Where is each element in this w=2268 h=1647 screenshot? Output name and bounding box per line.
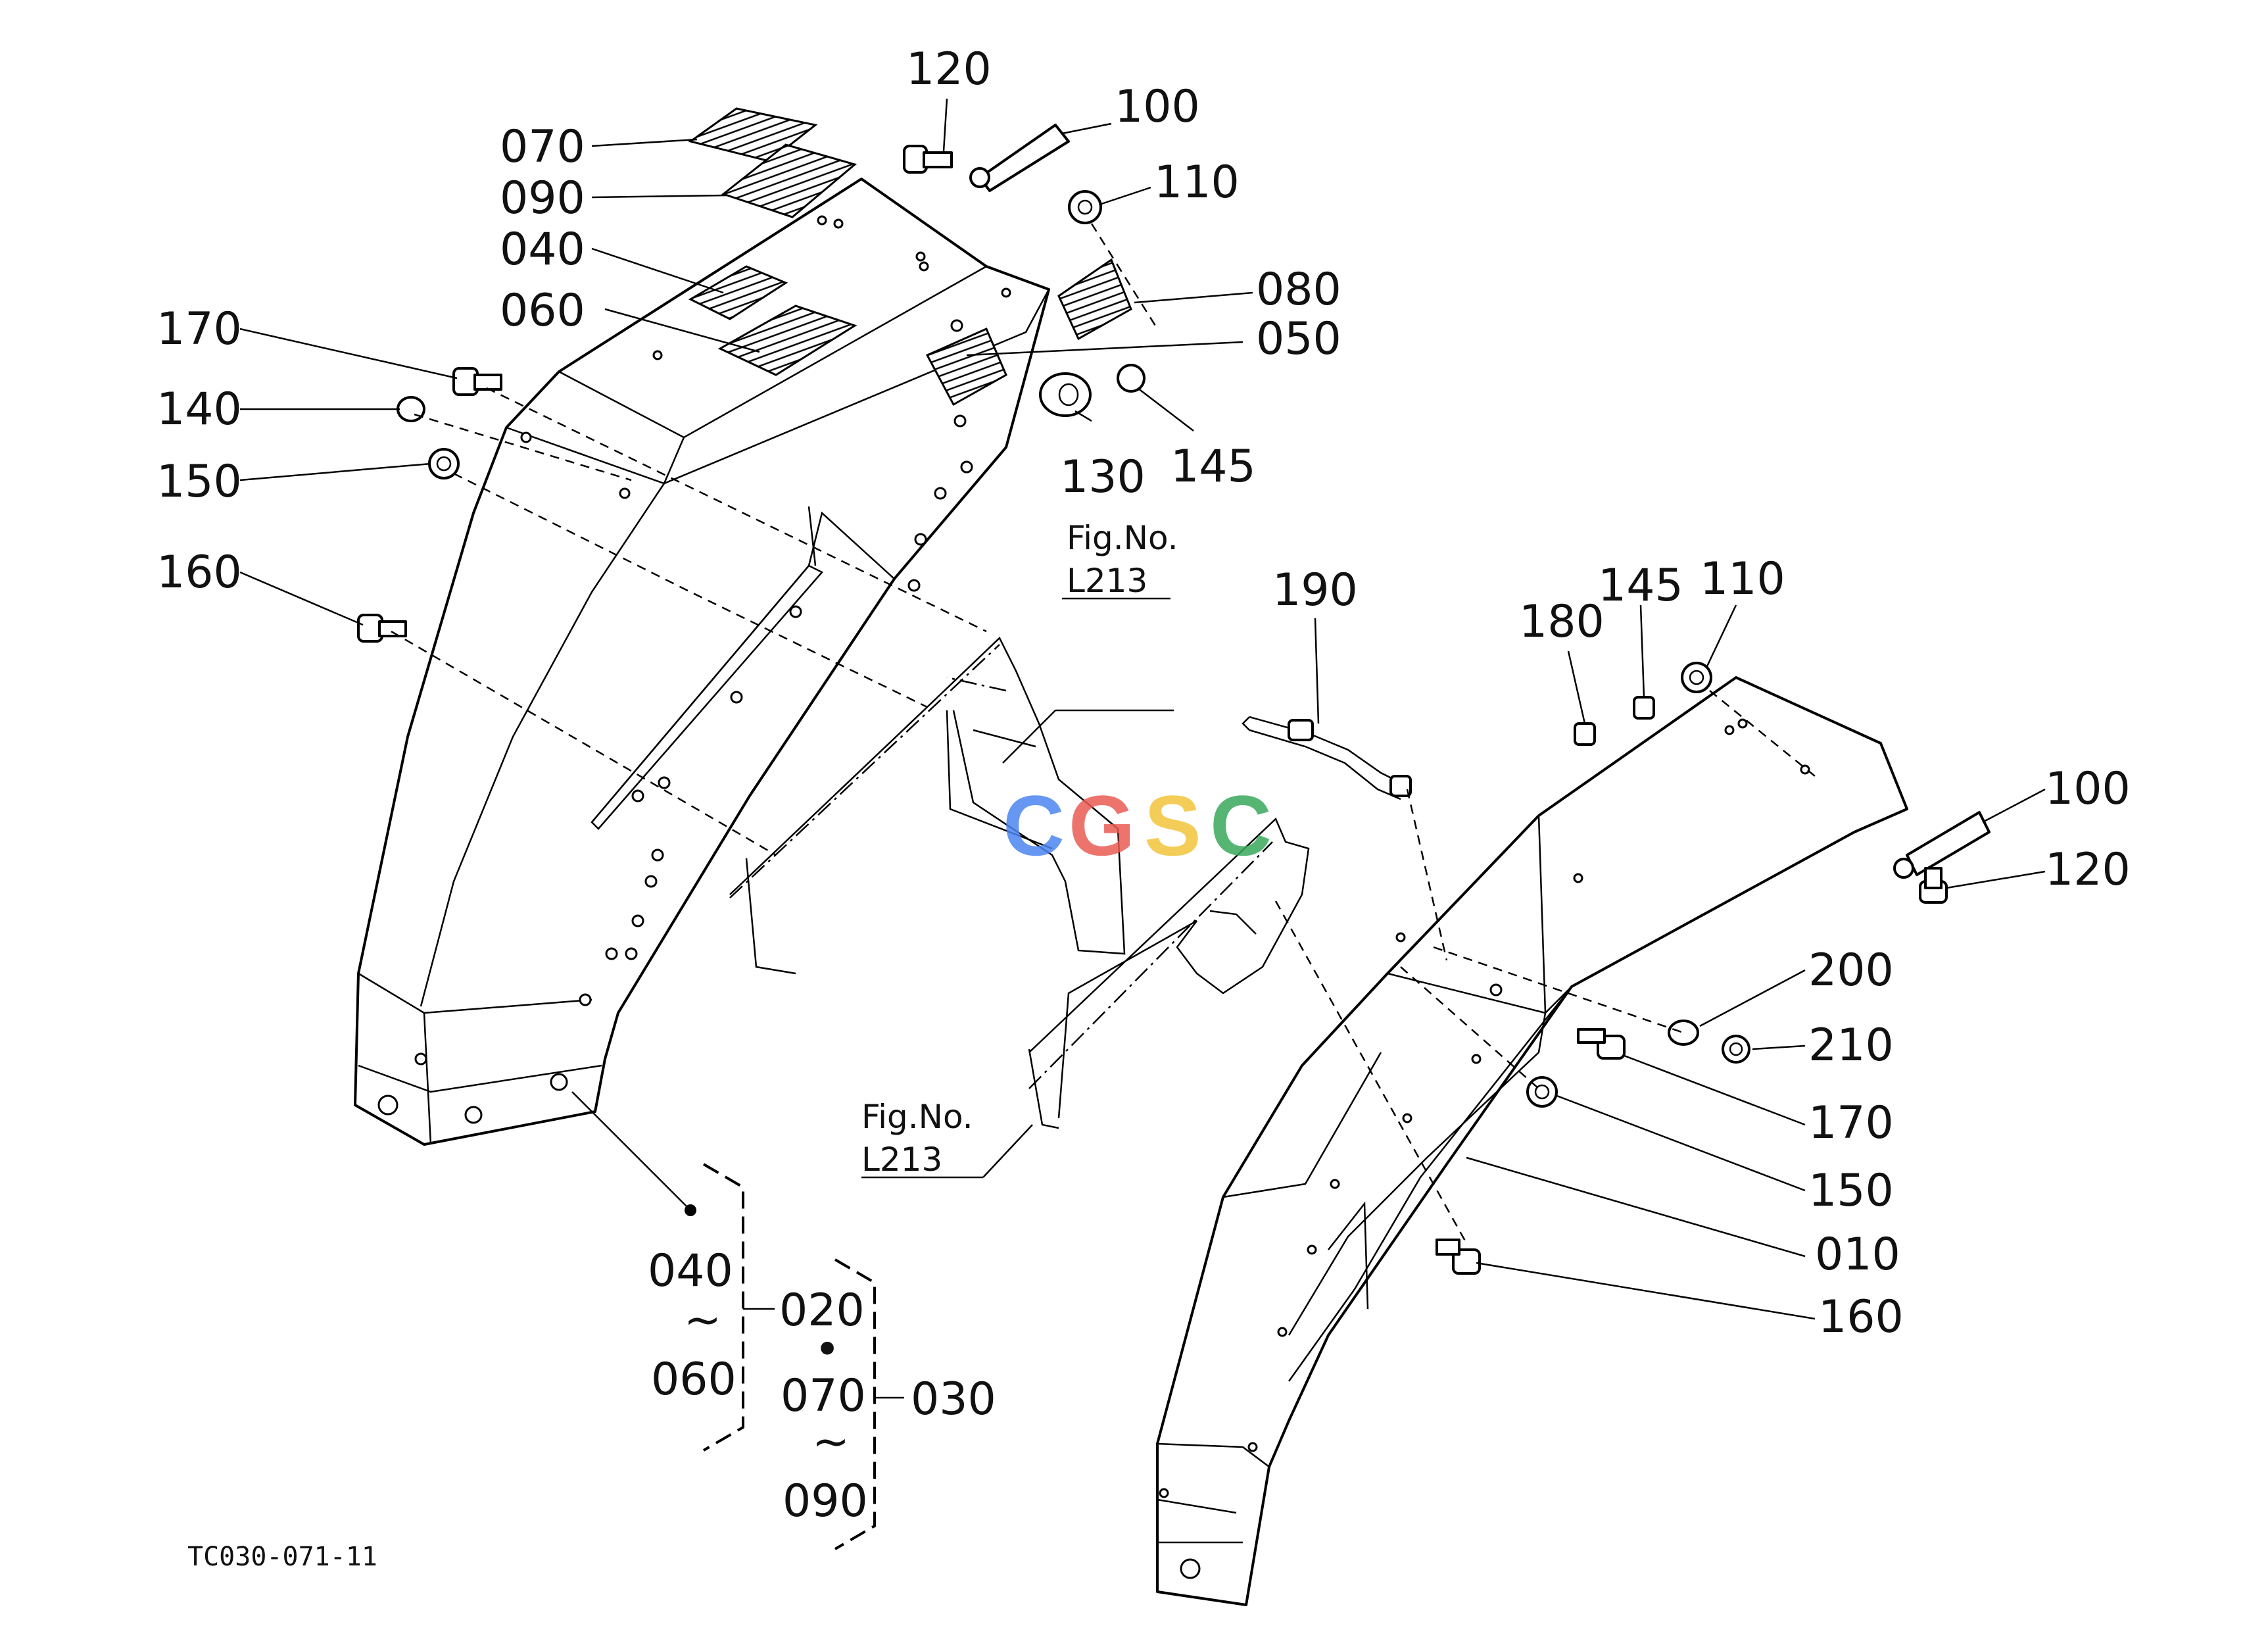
callout-050-left: 050 (1256, 313, 1341, 365)
bolt-145-right (1633, 696, 1655, 720)
watermark-letter-4: C (1210, 777, 1272, 873)
assembly-020: 020 (779, 1285, 865, 1337)
assembly-dot (685, 1204, 696, 1216)
left-fender (354, 107, 1132, 1146)
left-callout-labels: 070 090 040 060 170 140 150 160 120 100 … (157, 43, 1341, 599)
nut-210 (1722, 1035, 1750, 1064)
grommet-130 (1039, 372, 1092, 417)
assembly-separator: • (814, 1324, 840, 1376)
bolt-170-left (452, 367, 502, 396)
callout-140-left: 140 (157, 383, 242, 435)
leader-lines (239, 98, 2046, 1320)
range2-to: 090 (783, 1475, 868, 1527)
decal-050-left (925, 328, 1007, 406)
callout-145-right: 145 (1598, 560, 1683, 612)
bracket-100-left (969, 124, 1070, 192)
range2-tilde: ~ (812, 1416, 850, 1468)
grommet-180 (1574, 722, 1596, 746)
callout-010-right: 010 (1815, 1229, 1900, 1281)
cap-140-left (397, 396, 425, 422)
watermark-letter-3: S (1144, 777, 1201, 873)
cap-145-left (1117, 364, 1146, 393)
callout-110-left: 110 (1154, 157, 1240, 209)
callout-060-left: 060 (500, 285, 585, 337)
bolt-170-right (1577, 1028, 1626, 1060)
right-mount-bracket (1028, 817, 1310, 1129)
nut-110-right (1681, 662, 1712, 693)
callout-130-left: 130 (1060, 451, 1146, 503)
callout-120-right: 120 (2045, 844, 2131, 896)
washer-200 (1668, 1020, 1699, 1046)
right-callout-labels: 190 180 145 110 100 120 200 210 170 150 … (1272, 553, 2131, 1343)
range1-from: 040 (648, 1245, 733, 1297)
right-fender-holes (1159, 718, 1810, 1579)
decal-080 (1057, 258, 1132, 341)
callout-200-right: 200 (1808, 945, 1894, 996)
range2-from: 070 (781, 1370, 866, 1422)
figure-ref-1: Fig.No. L213 (1062, 519, 1178, 600)
figref-1-prefix: Fig.No. (1067, 519, 1178, 557)
callout-040-left: 040 (500, 224, 585, 276)
callout-170-right: 170 (1808, 1097, 1894, 1149)
callout-150-right: 150 (1808, 1165, 1894, 1217)
callout-100-left: 100 (1115, 81, 1200, 133)
callout-070-left: 070 (500, 121, 585, 173)
figref-1-number: L213 (1067, 562, 1147, 600)
watermark-letter-2: G (1069, 777, 1135, 873)
bolt-120-right (1919, 867, 1948, 904)
guide-lines (391, 223, 1816, 1244)
watermark-logo: C G S C (1003, 777, 1272, 873)
callout-150-left: 150 (157, 456, 242, 508)
range1-to: 060 (651, 1354, 736, 1406)
callout-210-right: 210 (1808, 1020, 1894, 1071)
diagram-code: TC030-071-11 (187, 1542, 377, 1572)
bolt-120-left (903, 145, 953, 174)
decal-060-left (717, 305, 857, 376)
callout-120-left: 120 (906, 43, 992, 95)
left-hardware (357, 124, 1146, 643)
callout-180-right: 180 (1519, 596, 1604, 648)
watermark-letter-1: C (1003, 777, 1065, 873)
range1-tilde: ~ (684, 1294, 721, 1346)
callout-110-right: 110 (1700, 553, 1785, 605)
left-mount-bracket (729, 636, 1126, 975)
callout-090-left: 090 (500, 172, 585, 224)
right-fender (1156, 676, 1908, 1606)
callout-190-right: 190 (1272, 564, 1358, 616)
bolt-160-left (357, 614, 407, 643)
figure-ref-2: Fig.No. L213 (861, 1098, 973, 1179)
bracket-100-right (1893, 811, 1991, 879)
hose-190 (1242, 716, 1412, 800)
bolt-160-right (1436, 1239, 1481, 1275)
right-hardware (1242, 662, 1991, 1275)
callout-170-left: 170 (157, 303, 242, 355)
assembly-030: 030 (911, 1373, 996, 1425)
callout-100-right: 100 (2045, 763, 2131, 815)
figref-2-number: L213 (861, 1141, 942, 1179)
decal-040-left (688, 265, 788, 320)
assembly-note: 040 ~ 060 020 • 070 ~ 090 030 (648, 1163, 996, 1550)
decal-090-left (721, 143, 857, 218)
callout-160-right: 160 (1818, 1291, 1904, 1343)
callout-160-left: 160 (157, 547, 242, 599)
callout-080-left: 080 (1256, 264, 1341, 316)
nut-110-left (1068, 190, 1102, 224)
figref-2-prefix: Fig.No. (861, 1098, 973, 1136)
callout-145-left: 145 (1170, 441, 1256, 493)
